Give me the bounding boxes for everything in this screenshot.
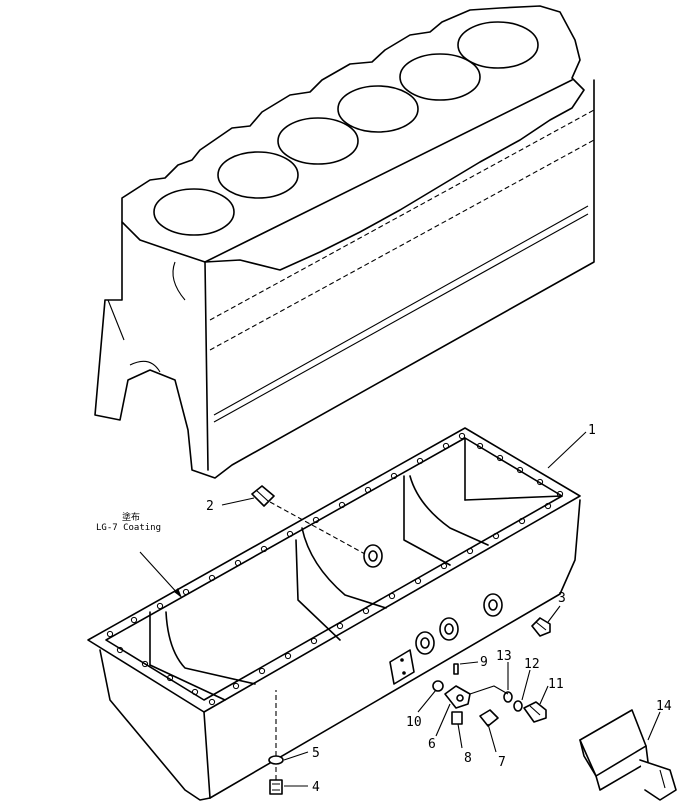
callout-10: 10 [406, 715, 422, 730]
pin-part-9 [453, 663, 459, 675]
callout-8: 8 [464, 751, 472, 766]
washer-part-5 [268, 755, 284, 765]
callout-4: 4 [312, 780, 320, 795]
ring-part-13 [503, 691, 513, 703]
bracket-plate [389, 649, 415, 685]
coating-note-kanji: 塗布 [122, 511, 140, 523]
coating-arrow [174, 588, 182, 598]
fitting-part-8 [451, 711, 463, 725]
oil-pan [87, 427, 581, 801]
inner-boss [363, 544, 383, 568]
callout-5: 5 [312, 746, 320, 761]
cylinder-bore-4 [337, 85, 419, 133]
side-boss-3 [415, 631, 435, 655]
side-boss-1 [483, 593, 503, 617]
callout-13: 13 [496, 649, 512, 664]
cylinder-bore-1 [153, 188, 235, 236]
callout-1: 1 [588, 423, 596, 438]
callout-3: 3 [558, 591, 566, 606]
fitting-part-7 [479, 709, 499, 727]
plug-part-11 [523, 701, 547, 723]
engine-block [94, 5, 595, 479]
callout-11: 11 [548, 677, 564, 692]
coating-note-text: LG-7 Coating [96, 523, 161, 533]
side-boss-2 [439, 617, 459, 641]
callout-7: 7 [498, 755, 506, 770]
flange-bolt-holes [106, 432, 564, 706]
cylinder-bore-3 [277, 117, 359, 165]
callout-6: 6 [428, 737, 436, 752]
elbow-part-6 [444, 685, 471, 709]
washer-part-12 [513, 700, 523, 712]
cylinder-bore-5 [399, 53, 481, 101]
cylinder-bore-2 [217, 151, 299, 199]
plug-part-3 [531, 617, 551, 637]
o-ring-part-10 [432, 680, 444, 692]
tool-part-14 [579, 709, 677, 801]
leader-lines [139, 431, 661, 787]
plug-part-2 [251, 485, 366, 555]
callout-14: 14 [656, 699, 672, 714]
cylinder-bore-6 [457, 21, 539, 69]
callout-2: 2 [206, 499, 214, 514]
callout-12: 12 [524, 657, 540, 672]
callout-9: 9 [480, 655, 488, 670]
drain-plug-part-4 [269, 690, 283, 795]
